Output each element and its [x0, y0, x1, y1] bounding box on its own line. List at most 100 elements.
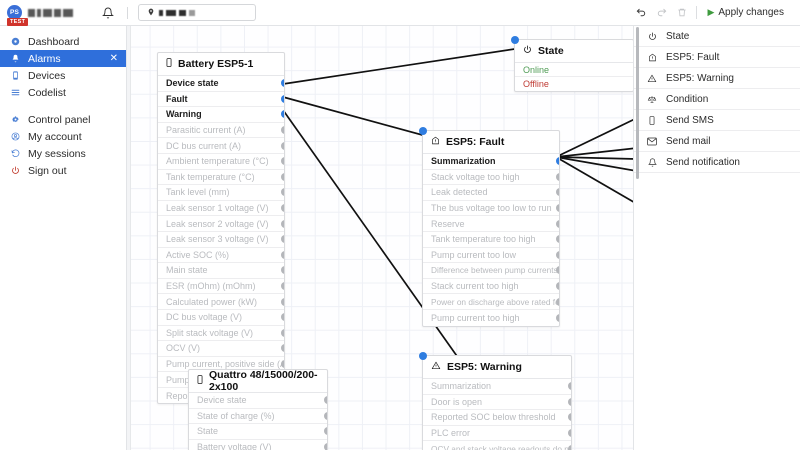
port-dot[interactable]: [555, 282, 559, 291]
node-state[interactable]: State Online Offline: [510, 35, 634, 92]
port-dot[interactable]: [555, 188, 559, 197]
port-dot[interactable]: [323, 443, 327, 450]
sidebar-item-control-panel[interactable]: Control panel: [0, 111, 126, 128]
port-dot[interactable]: [567, 429, 571, 438]
node-header[interactable]: State: [510, 35, 633, 63]
sidebar-item-my-account[interactable]: My account: [0, 128, 126, 145]
close-icon[interactable]: ✕: [109, 52, 118, 64]
port-dot[interactable]: [555, 313, 559, 322]
palette-item-condition[interactable]: Condition: [634, 89, 800, 110]
port-row[interactable]: Battery voltage (V): [189, 440, 327, 450]
node-header[interactable]: Quattro 48/15000/200-2x100: [189, 369, 327, 393]
node-esp5-fault[interactable]: ESP5: Fault Summarization Stack voltage …: [418, 126, 560, 327]
port-dot[interactable]: [280, 344, 284, 353]
port-row[interactable]: Pump current too low: [423, 248, 559, 264]
node-header[interactable]: ESP5: Fault: [418, 126, 559, 154]
port-dot[interactable]: [280, 313, 284, 322]
port-dot[interactable]: [323, 427, 327, 436]
node-header[interactable]: Battery ESP5-1: [158, 53, 284, 76]
port-row[interactable]: Tank temperature too high: [423, 232, 559, 248]
port-row[interactable]: ESR (mOhm) (mOhm): [158, 279, 284, 295]
port-dot[interactable]: [555, 235, 559, 244]
port-dot[interactable]: [280, 172, 284, 181]
port-row[interactable]: Stack voltage too high: [423, 170, 559, 186]
port-dot[interactable]: [280, 204, 284, 213]
avatar[interactable]: PS: [7, 5, 22, 20]
sidebar-item-codelist[interactable]: Codelist: [0, 84, 126, 101]
port-row[interactable]: Main state: [158, 263, 284, 279]
port-row[interactable]: Reported SOC below threshold: [423, 410, 571, 426]
apply-changes-button[interactable]: ▶ Apply changes: [702, 4, 791, 21]
notifications-bell-icon[interactable]: [101, 6, 115, 20]
sidebar-item-devices[interactable]: Devices: [0, 67, 126, 84]
node-battery-esp5-1[interactable]: Battery ESP5-1 Device state Fault Warnin…: [157, 52, 285, 405]
delete-button[interactable]: [672, 4, 692, 21]
port-dot[interactable]: [280, 157, 284, 166]
port-row[interactable]: Calculated power (kW): [158, 294, 284, 310]
port-dot[interactable]: [280, 235, 284, 244]
palette-item-send-notification[interactable]: Send notification: [634, 152, 800, 173]
sidebar-item-dashboard[interactable]: Dashboard: [0, 33, 126, 50]
port-dot[interactable]: [555, 204, 559, 213]
port-row[interactable]: Warning: [158, 107, 284, 123]
port-dot[interactable]: [280, 126, 284, 135]
undo-button[interactable]: [632, 4, 652, 21]
sidebar-item-sign-out[interactable]: Sign out: [0, 162, 126, 179]
port-row[interactable]: The bus voltage too low to run: [423, 201, 559, 217]
port-dot[interactable]: [555, 157, 559, 166]
port-row[interactable]: Leak sensor 3 voltage (V): [158, 232, 284, 248]
port-row[interactable]: Device state: [158, 76, 284, 92]
palette-scrollbar[interactable]: [636, 27, 639, 179]
sidebar-item-my-sessions[interactable]: My sessions: [0, 145, 126, 162]
port-row[interactable]: Leak sensor 2 voltage (V): [158, 216, 284, 232]
port-row[interactable]: Summarization: [423, 379, 571, 395]
port-dot[interactable]: [280, 79, 284, 88]
canvas-scroll-rail[interactable]: [127, 26, 131, 450]
state-value-online[interactable]: Online: [515, 63, 633, 77]
redo-button[interactable]: [652, 4, 672, 21]
port-dot[interactable]: [567, 382, 571, 391]
port-row[interactable]: Ambient temperature (°C): [158, 154, 284, 170]
port-row[interactable]: Leak sensor 1 voltage (V): [158, 201, 284, 217]
port-row[interactable]: Leak detected: [423, 185, 559, 201]
port-row[interactable]: Tank temperature (°C): [158, 170, 284, 186]
port-dot[interactable]: [280, 250, 284, 259]
port-dot[interactable]: [280, 219, 284, 228]
sidebar-item-alarms[interactable]: Alarms ✕: [0, 50, 126, 67]
port-dot[interactable]: [555, 172, 559, 181]
node-header[interactable]: ESP5: Warning: [418, 351, 571, 379]
port-row[interactable]: OCV (V): [158, 341, 284, 357]
port-dot[interactable]: [280, 297, 284, 306]
port-dot[interactable]: [280, 141, 284, 150]
port-row[interactable]: Tank level (mm): [158, 185, 284, 201]
port-dot[interactable]: [418, 126, 427, 135]
palette-item-send-sms[interactable]: Send SMS: [634, 110, 800, 131]
port-dot[interactable]: [418, 351, 427, 360]
port-dot[interactable]: [555, 219, 559, 228]
port-row[interactable]: OCV and stack voltage readouts do not ma…: [423, 441, 571, 450]
port-row[interactable]: Reserve: [423, 216, 559, 232]
port-dot[interactable]: [280, 110, 284, 119]
port-dot[interactable]: [567, 444, 571, 450]
port-dot[interactable]: [567, 397, 571, 406]
port-row[interactable]: Parasitic current (A): [158, 123, 284, 139]
port-row[interactable]: State of charge (%): [189, 409, 327, 425]
port-row[interactable]: Power on discharge above rated for too l…: [423, 294, 559, 310]
port-row[interactable]: Door is open: [423, 395, 571, 411]
port-dot[interactable]: [280, 359, 284, 368]
port-dot[interactable]: [280, 328, 284, 337]
node-quattro[interactable]: Quattro 48/15000/200-2x100 Device state …: [188, 369, 328, 450]
node-esp5-warning[interactable]: ESP5: Warning Summarization Door is open…: [418, 351, 572, 450]
port-dot[interactable]: [323, 396, 327, 405]
port-row[interactable]: PLC error: [423, 426, 571, 442]
port-row[interactable]: DC bus current (A): [158, 138, 284, 154]
port-dot[interactable]: [510, 35, 519, 44]
port-row[interactable]: Pump current too high: [423, 310, 559, 326]
port-row[interactable]: Stack current too high: [423, 279, 559, 295]
palette-item-esp5-warning[interactable]: ESP5: Warning: [634, 68, 800, 89]
location-selector[interactable]: [138, 4, 256, 21]
port-row[interactable]: DC bus voltage (V): [158, 310, 284, 326]
palette-item-send-mail[interactable]: Send mail: [634, 131, 800, 152]
palette-item-state[interactable]: State: [634, 26, 800, 47]
port-dot[interactable]: [567, 413, 571, 422]
